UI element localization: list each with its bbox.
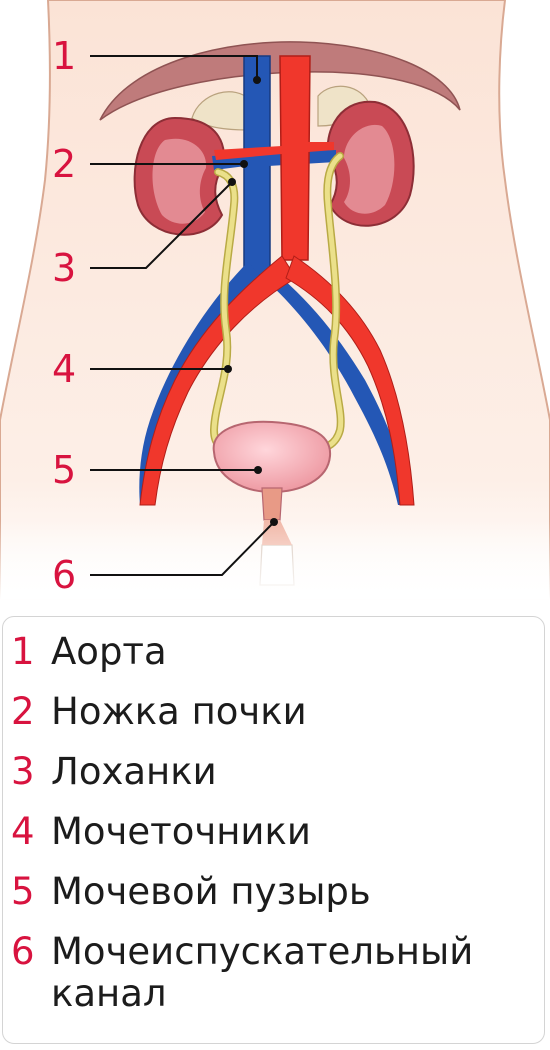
legend-number: 6: [11, 930, 35, 973]
callout-number-5: 5: [52, 448, 77, 492]
callout-number-6: 6: [52, 553, 77, 597]
leader-dot-5: [254, 466, 262, 474]
legend-label: Мочевой пузырь: [51, 870, 371, 913]
renal-artery-right: [308, 142, 334, 152]
iliac-artery-left: [139, 255, 297, 506]
legend-label: Мочеточники: [51, 810, 311, 853]
diaphragm: [99, 41, 461, 121]
leader-line-3: [90, 181, 233, 269]
callout-number-1: 1: [52, 34, 77, 78]
legend-label: Лоханки: [51, 750, 217, 793]
urethra: [261, 487, 283, 521]
legend-label: Аорта: [51, 630, 167, 673]
anatomy-figure: 1 2 3 4 5 6: [0, 0, 550, 601]
callout-number-2: 2: [52, 142, 77, 186]
leader-lines: [90, 55, 275, 576]
leader-dot-3: [228, 178, 236, 186]
urinary-system-illustration: [0, 0, 550, 601]
bladder: [212, 420, 332, 494]
leader-dot-2: [240, 160, 248, 168]
leader-line-1: [90, 55, 258, 80]
bottom-fade: [0, 520, 550, 600]
renal-artery-left: [214, 146, 282, 160]
leader-dots: [224, 76, 278, 526]
legend-number: 5: [11, 870, 35, 913]
legend-number: 4: [11, 810, 35, 853]
iliac-artery-right: [285, 255, 415, 506]
legend-label: Мочеиспускательный канал: [51, 930, 474, 1015]
vena-cava: [243, 55, 271, 276]
legend-number: 2: [11, 690, 35, 733]
callout-number-3: 3: [52, 246, 77, 290]
ureter-left-fill: [211, 169, 237, 451]
legend-number: 1: [11, 630, 35, 673]
legend-label: Ножка почки: [51, 690, 307, 733]
leader-line-6: [90, 521, 275, 576]
leader-dot-1: [253, 76, 261, 84]
leader-dot-6: [270, 518, 278, 526]
kidney-right-inner: [344, 124, 395, 214]
legend-box: 1 Аорта 2 Ножка почки 3 Лоханки 4 Мочето…: [2, 616, 545, 1044]
kidney-left-inner: [152, 138, 207, 224]
aorta: [279, 55, 311, 261]
callout-number-4: 4: [52, 347, 77, 391]
legend-number: 3: [11, 750, 35, 793]
ureter-right-fill: [311, 153, 344, 451]
leader-dot-4: [224, 365, 232, 373]
